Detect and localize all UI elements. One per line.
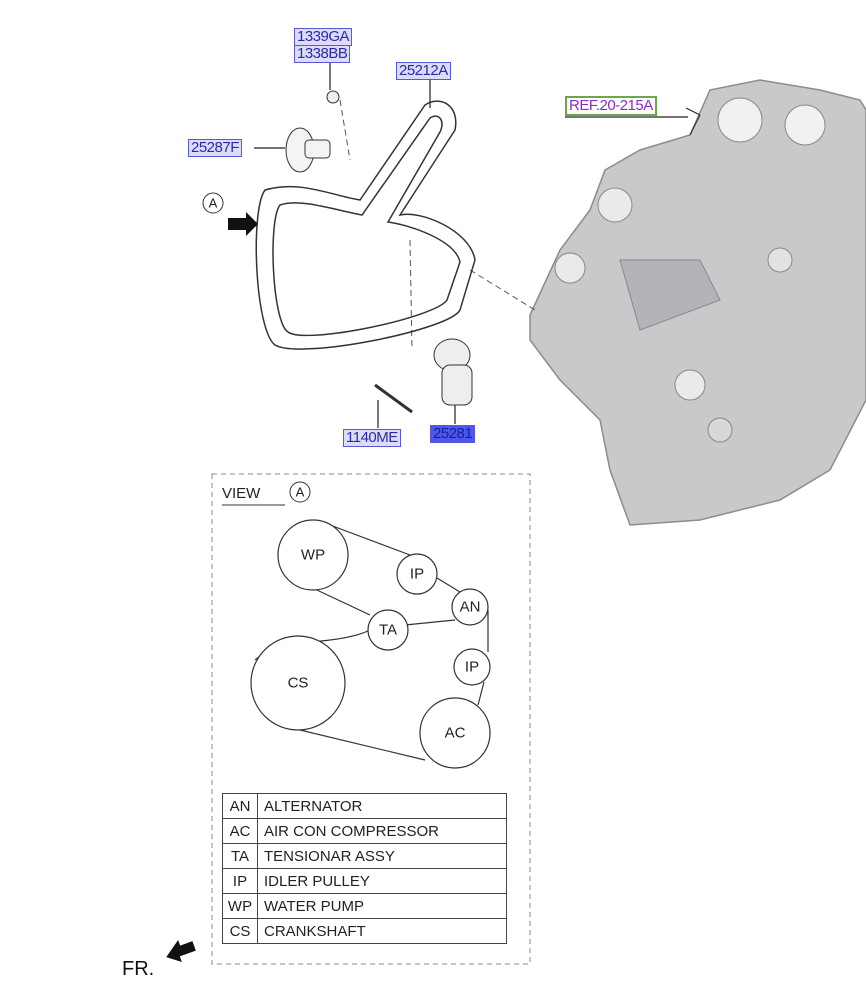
pulley-ip-lower: IP bbox=[464, 658, 480, 676]
part-label-1338bb[interactable]: 1338BB bbox=[294, 45, 351, 63]
part-label-1140me[interactable]: 1140ME bbox=[343, 429, 401, 447]
part-label-25287f[interactable]: 25287F bbox=[188, 139, 242, 157]
part-label-25281[interactable]: 25281 bbox=[430, 425, 476, 443]
part-label-1339ga[interactable]: 1339GA bbox=[294, 28, 353, 46]
front-arrow-icon bbox=[166, 939, 196, 963]
legend-code: AC bbox=[222, 818, 258, 844]
bolt-long-illustration bbox=[374, 383, 413, 414]
pulley-ta: TA bbox=[378, 621, 398, 639]
legend-desc: AIR CON COMPRESSOR bbox=[257, 818, 507, 844]
legend-code: IP bbox=[222, 868, 258, 894]
pulley-wp: WP bbox=[300, 546, 326, 564]
belt-illustration bbox=[255, 100, 476, 350]
view-arrow-icon bbox=[228, 212, 258, 236]
belt-routing-diagram bbox=[250, 519, 491, 769]
engine-cover-illustration bbox=[529, 79, 866, 526]
legend-code: TA bbox=[222, 843, 258, 869]
part-label-25212a[interactable]: 25212A bbox=[396, 62, 451, 80]
front-label: FR. bbox=[122, 958, 155, 980]
legend-desc: ALTERNATOR bbox=[257, 793, 507, 819]
legend-desc: IDLER PULLEY bbox=[257, 868, 507, 894]
legend-code: AN bbox=[222, 793, 258, 819]
pulley-an: AN bbox=[459, 598, 481, 616]
bolt-illustration bbox=[326, 90, 340, 104]
reference-label[interactable]: REF.20-215A bbox=[565, 96, 657, 116]
view-frame bbox=[211, 473, 531, 965]
pulley-ac: AC bbox=[444, 724, 466, 742]
legend-desc: WATER PUMP bbox=[257, 893, 507, 919]
legend-desc: CRANKSHAFT bbox=[257, 918, 507, 944]
legend-code: CS bbox=[222, 918, 258, 944]
legend-code: WP bbox=[222, 893, 258, 919]
view-title: VIEW bbox=[222, 485, 261, 502]
idler-pulley-illustration bbox=[285, 127, 331, 173]
pulley-ip-upper: IP bbox=[409, 565, 425, 583]
view-marker-letter: A bbox=[208, 195, 218, 211]
view-title-marker: A bbox=[295, 484, 305, 500]
pulley-cs: CS bbox=[287, 674, 309, 692]
tensioner-illustration bbox=[433, 338, 473, 406]
legend-desc: TENSIONAR ASSY bbox=[257, 843, 507, 869]
view-marker-circle bbox=[202, 192, 224, 214]
